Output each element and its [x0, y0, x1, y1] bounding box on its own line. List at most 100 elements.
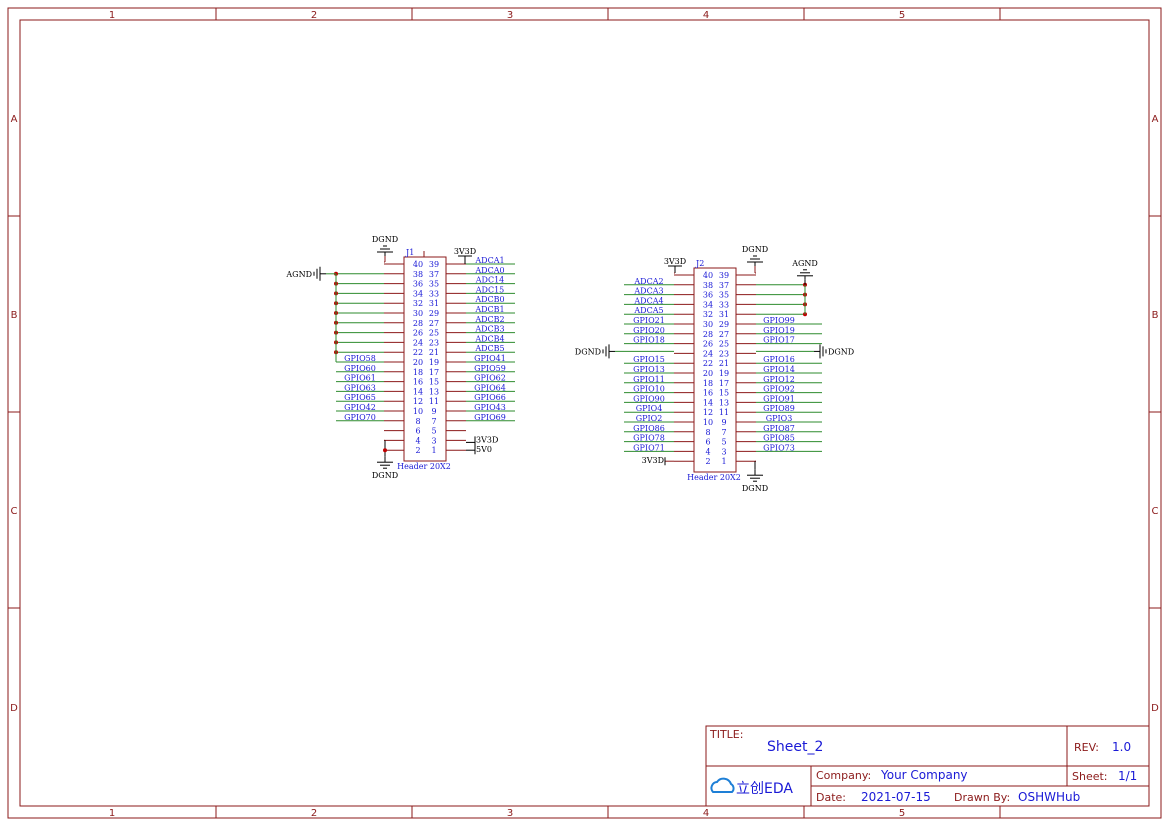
column-label-top: 1	[109, 10, 115, 21]
pin-number-left: 14	[703, 398, 713, 407]
drawn-key: Drawn By:	[954, 791, 1010, 804]
power-label-dgnd-top: DGND	[742, 245, 768, 254]
pin-number-left: 40	[703, 271, 713, 280]
row-label-left: D	[10, 703, 18, 714]
pin-number-right: 33	[719, 300, 729, 309]
net-label-right: GPIO3	[766, 414, 793, 423]
pin-number-right: 15	[429, 378, 439, 387]
pin-number-left: 28	[413, 319, 423, 328]
net-label-right: GPIO12	[763, 375, 795, 384]
part-label: Header 20X2	[687, 473, 741, 482]
pin-number-right: 19	[429, 358, 439, 367]
company-value: Your Company	[880, 768, 968, 782]
net-label-left: GPIO2	[636, 414, 663, 423]
pin-number-right: 11	[719, 408, 729, 417]
pin-number-left: 12	[413, 397, 423, 406]
logo-text: 立创EDA	[736, 781, 793, 797]
pin-number-left: 6	[415, 427, 420, 436]
pin-number-right: 15	[719, 389, 729, 398]
pin-number-left: 34	[413, 289, 423, 298]
pin-number-left: 28	[703, 330, 713, 339]
net-label-left: GPIO58	[344, 354, 376, 363]
pin-number-right: 23	[719, 349, 729, 358]
net-label-left: GPIO20	[633, 326, 665, 335]
net-label-left: GPIO60	[344, 364, 376, 373]
column-label-top: 3	[507, 10, 513, 21]
pin-number-right: 17	[429, 368, 439, 377]
pin-number-left: 38	[703, 281, 713, 290]
pin-number-right: 1	[431, 446, 436, 455]
pin-number-left: 8	[415, 417, 420, 426]
drawn-by-value: OSHWHub	[1018, 790, 1080, 804]
column-label-top: 2	[311, 10, 317, 21]
pin-number-left: 32	[703, 310, 713, 319]
pin-number-left: 36	[413, 280, 423, 289]
net-label-right: GPIO41	[474, 354, 506, 363]
pin-number-left: 4	[705, 447, 710, 456]
row-label-right: B	[1152, 310, 1159, 321]
outer-border	[7, 7, 1162, 819]
pin-number-right: 13	[429, 387, 439, 396]
net-label-left: GPIO71	[633, 443, 665, 452]
pin-number-left: 26	[413, 329, 423, 338]
net-label-left: GPIO65	[344, 393, 376, 402]
pin-number-left: 36	[703, 291, 713, 300]
pin-number-left: 18	[413, 368, 423, 377]
net-label-right: GPIO14	[763, 365, 795, 374]
net-label-right: GPIO87	[763, 424, 795, 433]
net-label-right: GPIO85	[763, 434, 795, 443]
pin-number-right: 37	[719, 281, 729, 290]
pin-number-right: 27	[719, 330, 729, 339]
pin-number-right: 39	[429, 260, 439, 269]
logo-cloud-icon	[710, 777, 735, 793]
inner-border	[19, 19, 1150, 807]
pin-number-right: 31	[719, 310, 729, 319]
net-label-right: GPIO43	[474, 403, 506, 412]
row-label-left: C	[11, 506, 18, 517]
pin-number-right: 21	[719, 359, 729, 368]
pin-number-left: 40	[413, 260, 423, 269]
pin-number-left: 16	[703, 389, 713, 398]
date-key: Date:	[816, 791, 846, 804]
net-label-right: GPIO64	[474, 383, 506, 392]
pin-number-right: 21	[429, 348, 439, 357]
power-label-dgnd-bottom: DGND	[372, 471, 398, 480]
power-label-agnd: AGND	[285, 270, 312, 279]
pin-number-left: 8	[705, 428, 710, 437]
title-key: TITLE:	[709, 728, 743, 741]
pin-number-right: 23	[429, 338, 439, 347]
pin-number-right: 5	[431, 427, 436, 436]
net-label-left: ADCA5	[633, 306, 663, 315]
pin-number-right: 29	[429, 309, 439, 318]
net-label-right: ADCB5	[474, 344, 504, 353]
net-label-right: GPIO16	[763, 355, 795, 364]
net-label-left: GPIO18	[633, 336, 665, 345]
pin-number-right: 25	[429, 329, 439, 338]
pin-number-left: 32	[413, 299, 423, 308]
column-label-bottom: 1	[109, 808, 115, 819]
net-label-right: ADCB2	[474, 315, 504, 324]
pin-number-right: 5	[721, 438, 726, 447]
pin-number-left: 30	[703, 320, 713, 329]
column-label-bottom: 2	[311, 808, 317, 819]
pin-number-left: 22	[413, 348, 423, 357]
power-label-dgnd-bottom: DGND	[742, 484, 768, 493]
pin-number-left: 38	[413, 270, 423, 279]
pin-number-right: 35	[429, 280, 439, 289]
power-label-3v3d-top: 3V3D	[664, 257, 686, 266]
header-body	[693, 267, 737, 473]
pin-number-left: 4	[415, 436, 420, 445]
net-label-left: GPIO42	[344, 403, 376, 412]
net-label-left: GPIO90	[633, 394, 665, 403]
net-label-right: GPIO19	[763, 326, 795, 335]
net-label-right: GPIO69	[474, 413, 506, 422]
power-label-dgnd-left: DGND	[575, 347, 601, 356]
pin-number-left: 20	[413, 358, 423, 367]
power-label-5v0-right: 5V0	[476, 445, 492, 454]
net-label-left: GPIO13	[633, 365, 665, 374]
net-label-left: GPIO10	[633, 385, 665, 394]
